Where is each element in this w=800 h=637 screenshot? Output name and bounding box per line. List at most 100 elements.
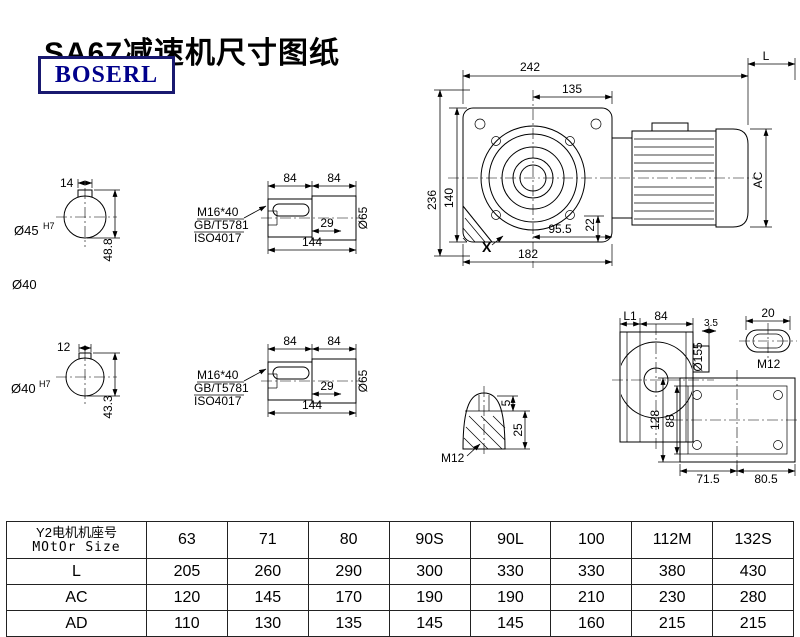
table-cell: 80 bbox=[307, 521, 390, 559]
dim-total-height: 236 bbox=[425, 190, 439, 210]
dim-motor-height-ac: AC bbox=[751, 171, 765, 188]
table-cell: 90L bbox=[469, 521, 552, 559]
label-bore-top: Ø45 bbox=[14, 223, 39, 238]
motor bbox=[611, 122, 749, 228]
shaft-slot-top-view: 20 M12 bbox=[739, 306, 797, 371]
table-cell: 135 bbox=[307, 610, 390, 637]
bore-view-bottom: 12 43.3 Ø40 H7 bbox=[11, 340, 120, 419]
table-cell: 145 bbox=[226, 584, 309, 611]
table-cell: 160 bbox=[550, 610, 633, 637]
table-cell: 380 bbox=[631, 558, 714, 585]
table-cell: 300 bbox=[388, 558, 471, 585]
label-bore-bottom-tolerance: H7 bbox=[39, 379, 51, 389]
bottom-view: 128 88 71.5 80.5 bbox=[648, 370, 799, 486]
table-cell: 290 bbox=[307, 558, 390, 585]
dim-shaft2-pilot: 29 bbox=[320, 379, 334, 393]
table-row-ad: AD 110 130 135 145 145 160 215 215 bbox=[6, 610, 794, 637]
table-cell: 330 bbox=[550, 558, 633, 585]
dim-side-l1: L1 bbox=[623, 309, 637, 323]
main-view: 242 L 135 236 140 AC 22 95.5 182 X bbox=[425, 49, 796, 268]
dim-center-to-edge: 95.5 bbox=[548, 222, 572, 236]
table-cell: 190 bbox=[469, 584, 552, 611]
table-cell: 71 bbox=[226, 521, 309, 559]
table-cell: 215 bbox=[631, 610, 714, 637]
dim-bottom-hole-b: 80.5 bbox=[754, 472, 778, 486]
label-bore-top-tolerance: H7 bbox=[43, 221, 55, 231]
dim-key-tip: 5 bbox=[499, 399, 513, 406]
dim-keyway-width-top: 14 bbox=[60, 176, 74, 190]
dim-slot-width: 20 bbox=[761, 306, 775, 320]
table-cell: 100 bbox=[550, 521, 633, 559]
dim-shaft1-length: 144 bbox=[302, 235, 322, 249]
note-shaft2-thread: M16*40 bbox=[197, 368, 239, 382]
label-shaft-diameter: Ø40 bbox=[12, 277, 37, 292]
dim-key-body: 25 bbox=[511, 423, 525, 437]
dim-shaft1-pilot: 29 bbox=[320, 216, 334, 230]
dim-flange-width: 135 bbox=[562, 82, 582, 96]
label-bore-bottom: Ø40 bbox=[11, 381, 36, 396]
table-cell: 330 bbox=[469, 558, 552, 585]
dim-inner-height: 140 bbox=[442, 188, 456, 208]
key-section-view: 5 25 M12 bbox=[441, 386, 530, 465]
table-cell: 210 bbox=[550, 584, 633, 611]
table-row-l: L 205 260 290 300 330 330 380 430 bbox=[6, 558, 794, 585]
dimension-table: Y2电机机座号 MOtOr Size 63 71 80 90S 90L 100 … bbox=[6, 521, 794, 637]
table-cell: 145 bbox=[469, 610, 552, 637]
dim-step: 22 bbox=[583, 218, 597, 232]
dim-bottom-hole-a: 71.5 bbox=[696, 472, 720, 486]
dim-bottom-inner-height: 88 bbox=[663, 414, 677, 428]
section-label-x: X bbox=[482, 239, 492, 255]
dim-flange-diameter: Ø155 bbox=[691, 342, 705, 372]
dim-keyway-depth-bottom: 43.3 bbox=[101, 395, 115, 419]
side-view: L1 84 3.5 Ø155 20 M12 bbox=[612, 306, 797, 450]
brand-logo: BOSERL bbox=[38, 56, 175, 94]
dim-shaft1-diameter: Ø65 bbox=[356, 206, 370, 229]
table-cell: 205 bbox=[146, 558, 228, 585]
note-shaft1-standard2: ISO4017 bbox=[194, 231, 242, 245]
table-row-motor-size: Y2电机机座号 MOtOr Size 63 71 80 90S 90L 100 … bbox=[6, 521, 794, 559]
bore-view-top: 14 48.8 Ø45 H7 bbox=[14, 176, 120, 262]
note-shaft2-standard1: GB/T5781 bbox=[194, 381, 249, 395]
table-row-ac: AC 120 145 170 190 190 210 230 280 bbox=[6, 584, 794, 611]
dim-total-width: 242 bbox=[520, 60, 540, 74]
note-shaft2-standard2: ISO4017 bbox=[194, 394, 242, 408]
table-cell: 90S bbox=[388, 521, 471, 559]
dim-shaft1-seg-b: 84 bbox=[327, 171, 341, 185]
dim-base-width: 182 bbox=[518, 247, 538, 261]
table-cell: 120 bbox=[146, 584, 228, 611]
table-cell: 145 bbox=[388, 610, 471, 637]
table-cell: 63 bbox=[146, 521, 228, 559]
table-row-label: L bbox=[6, 558, 147, 585]
table-cell: 230 bbox=[631, 584, 714, 611]
dim-shaft2-diameter: Ø65 bbox=[356, 369, 370, 392]
table-cell: 260 bbox=[226, 558, 309, 585]
label-thread-side: M12 bbox=[757, 357, 781, 371]
table-cell: 215 bbox=[712, 610, 794, 637]
dim-motor-length: L bbox=[763, 49, 770, 63]
table-cell: 132S bbox=[712, 521, 794, 559]
table-cell: 110 bbox=[146, 610, 228, 637]
dim-shaft2-seg-b: 84 bbox=[327, 334, 341, 348]
dim-shaft1-seg-a: 84 bbox=[283, 171, 297, 185]
label-thread-key: M12 bbox=[441, 451, 465, 465]
table-header-cell: Y2电机机座号 MOtOr Size bbox=[6, 521, 147, 559]
dim-shaft2-seg-a: 84 bbox=[283, 334, 297, 348]
dim-shaft2-length: 144 bbox=[302, 398, 322, 412]
table-cell: 112M bbox=[631, 521, 714, 559]
table-cell: 190 bbox=[388, 584, 471, 611]
shaft-view-2: 84 84 29 144 Ø65 M16*40 GB/T5781 ISO4017 bbox=[194, 334, 370, 417]
dim-side-width: 84 bbox=[654, 309, 668, 323]
dim-side-offset: 3.5 bbox=[704, 318, 718, 329]
dim-keyway-depth-top: 48.8 bbox=[101, 238, 115, 262]
motor-size-label-en: MOtOr Size bbox=[32, 540, 121, 555]
shaft-view-1: 84 84 29 144 Ø65 M16*40 GB/T5781 ISO4017 bbox=[194, 171, 370, 254]
dim-bottom-height: 128 bbox=[648, 410, 662, 430]
table-row-label: AC bbox=[6, 584, 147, 611]
table-cell: 130 bbox=[226, 610, 309, 637]
note-shaft1-standard1: GB/T5781 bbox=[194, 218, 249, 232]
motor-size-label-cn: Y2电机机座号 bbox=[36, 525, 117, 540]
table-row-label: AD bbox=[6, 610, 147, 637]
table-cell: 430 bbox=[712, 558, 794, 585]
table-cell: 280 bbox=[712, 584, 794, 611]
technical-drawing: 242 L 135 236 140 AC 22 95.5 182 X bbox=[11, 49, 799, 486]
